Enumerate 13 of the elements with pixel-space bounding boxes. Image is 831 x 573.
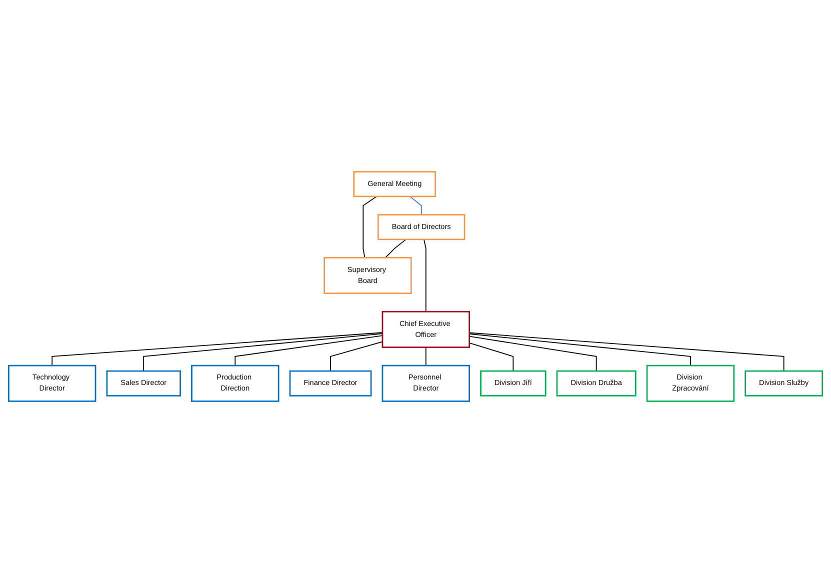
connector: [234, 335, 383, 366]
connector: [143, 333, 383, 372]
connector: [330, 341, 383, 372]
connector: [52, 332, 383, 366]
connector: [424, 238, 426, 312]
connector: [425, 346, 426, 366]
connector: [410, 196, 422, 216]
connector: [468, 336, 597, 372]
connector: [468, 333, 691, 366]
connector: [468, 332, 784, 372]
connector: [384, 238, 406, 258]
connector: [362, 196, 377, 258]
connector: [468, 342, 514, 372]
